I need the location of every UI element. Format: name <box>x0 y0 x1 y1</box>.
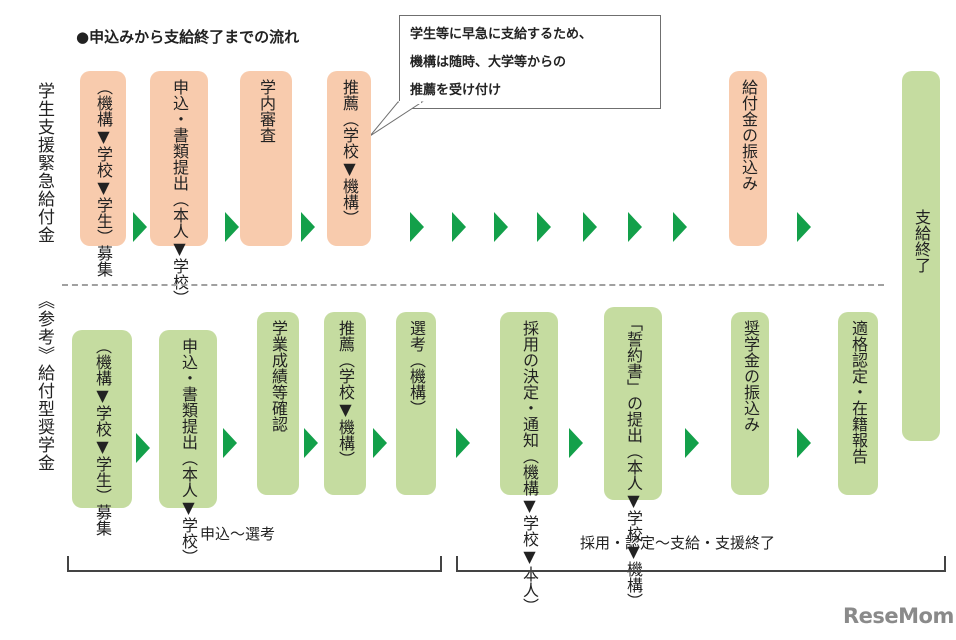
flow-arrow <box>304 428 318 458</box>
step-label: 「誓約書」の提出（本人▼学校▼機構） <box>624 315 643 609</box>
row-label-scholarship: 《参考》給付型奨学金 <box>34 292 54 472</box>
callout-line: 推薦を受け付け <box>410 83 502 98</box>
step-box: 申込・書類提出（本人▼学校） <box>159 330 217 565</box>
diagram-title: ●申込みから支給終了までの流れ <box>76 28 300 46</box>
step-box: 推薦（学校▼機構） <box>324 312 366 495</box>
step-box: 採用の決定・通知（機構▼学校▼本人） <box>500 312 558 614</box>
end-box-label: 支給終了 <box>912 209 931 273</box>
flow-arrow <box>456 428 470 458</box>
step-label: 推薦（学校▼機構） <box>336 320 355 467</box>
step-box: 適格認定・在籍報告 <box>838 312 878 495</box>
step-box: 学内審査 <box>240 71 292 246</box>
row-divider <box>62 284 884 286</box>
phase-label-left: 申込～選考 <box>200 525 276 543</box>
phase-brace-left <box>67 556 442 572</box>
step-box: 学業成績等確認 <box>257 312 299 495</box>
step-box: （機構▼学校▼学生）募集 <box>80 71 126 277</box>
step-label: 申込・書類提出（本人▼学校） <box>170 79 189 306</box>
flow-arrow <box>410 212 424 242</box>
step-label: 学内審査 <box>257 79 276 143</box>
resemom-logo: ReseMom <box>843 604 954 628</box>
step-label: 学業成績等確認 <box>269 320 288 432</box>
phase-label-right: 採用・認定～支給・支援終了 <box>580 534 776 552</box>
flow-arrow <box>537 212 551 242</box>
step-box: 選考（機構） <box>396 312 436 495</box>
step-label: （機構▼学校▼学生）募集 <box>94 79 113 277</box>
end-box: 支給終了 <box>902 71 940 441</box>
flow-arrow <box>301 212 315 242</box>
step-box: （機構▼学校▼学生）募集 <box>72 330 132 536</box>
flow-arrow <box>136 433 150 463</box>
flow-arrow <box>452 212 466 242</box>
flow-arrow <box>673 212 687 242</box>
flow-arrow <box>583 212 597 242</box>
callout-line: 機構は随時、大学等からの <box>410 55 567 70</box>
flow-arrow <box>225 212 239 242</box>
flow-arrow <box>133 212 147 242</box>
step-label: （機構▼学校▼学生）募集 <box>93 338 112 536</box>
phase-brace-right <box>456 556 946 572</box>
flow-arrow <box>373 428 387 458</box>
step-box: 給付金の振込み <box>729 71 767 246</box>
step-label: 申込・書類提出（本人▼学校） <box>179 338 198 565</box>
callout-pointer <box>369 101 424 137</box>
step-label: 奨学金の振込み <box>741 320 760 432</box>
flow-arrow <box>628 212 642 242</box>
flow-arrow <box>797 212 811 242</box>
flow-arrow <box>685 428 699 458</box>
flow-arrow <box>223 428 237 458</box>
callout-note: 学生等に早急に支給するため、 機構は随時、大学等からの 推薦を受け付け <box>399 15 661 109</box>
step-label: 選考（機構） <box>407 320 426 416</box>
step-label: 給付金の振込み <box>739 79 758 191</box>
flow-arrow <box>569 428 583 458</box>
row-label-emergency: 学生支援緊急給付金 <box>34 82 54 244</box>
step-label: 推薦（学校▼機構） <box>340 79 359 226</box>
flow-arrow <box>494 212 508 242</box>
step-label: 適格認定・在籍報告 <box>849 320 868 464</box>
step-box: 奨学金の振込み <box>731 312 769 495</box>
flow-arrow <box>797 428 811 458</box>
step-box: 推薦（学校▼機構） <box>327 71 371 246</box>
step-box: 「誓約書」の提出（本人▼学校▼機構） <box>604 307 662 609</box>
callout-line: 学生等に早急に支給するため、 <box>410 27 593 42</box>
step-label: 採用の決定・通知（機構▼学校▼本人） <box>520 320 539 614</box>
step-box: 申込・書類提出（本人▼学校） <box>150 71 208 306</box>
